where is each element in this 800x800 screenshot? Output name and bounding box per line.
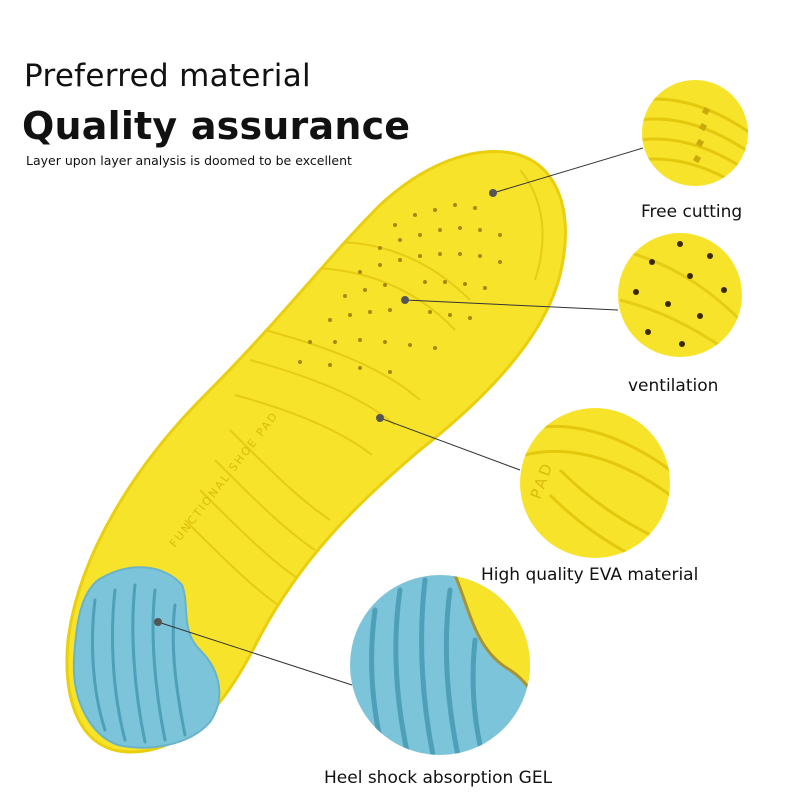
leader-lines [157, 147, 644, 686]
callout-eva-material: High quality EVA material [481, 565, 699, 585]
heading-line-1: Preferred material [24, 58, 311, 94]
heel-gel-pad [72, 566, 221, 749]
callout-free-cutting: Free cutting [641, 202, 743, 222]
callout-heel-gel: Heel shock absorption GEL [324, 768, 553, 788]
zoom-circle-heel-gel [350, 575, 530, 755]
zoom-circle-free-cutting [642, 80, 748, 186]
callout-ventilation: ventilation [628, 376, 719, 396]
leader-dots [154, 189, 497, 626]
zoom-circle-eva-material: PAD [520, 408, 670, 558]
heading-line-2: Quality assurance [22, 104, 411, 148]
zoom-circle-ventilation [618, 233, 742, 357]
heading-subtitle: Layer upon layer analysis is doomed to b… [26, 153, 352, 168]
